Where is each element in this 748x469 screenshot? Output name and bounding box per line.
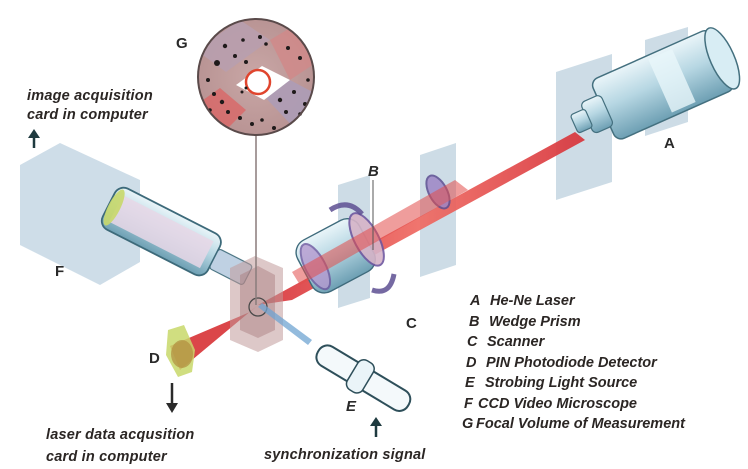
caption-sync-signal: synchronization signal (264, 447, 426, 463)
he-ne-laser (570, 27, 741, 140)
label-e: E (346, 398, 357, 415)
label-a: A (664, 135, 675, 152)
caption-laser-data-acquisition: laser data acqusition card in computer (46, 424, 194, 468)
arrow-up-sync-signal (370, 417, 382, 437)
camera-housing-box (20, 143, 140, 285)
label-c: C (406, 315, 417, 332)
pin-photodiode-detector (166, 325, 195, 377)
caption-image-acquisition: image acquisition card in computer (27, 87, 153, 125)
label-b: B (368, 163, 379, 180)
arrow-down-laser-card (166, 383, 178, 413)
label-f: F (55, 263, 65, 280)
strobing-light-source (315, 344, 412, 412)
caption-image-acquisition-line1: image acquisition (27, 88, 153, 104)
label-d: D (149, 350, 160, 367)
caption-laser-data-line2: card in computer (46, 449, 167, 465)
arrow-up-image-card (28, 129, 40, 148)
particle-dots (206, 35, 310, 130)
caption-laser-data-line1: laser data acqusition (46, 427, 195, 443)
caption-image-acquisition-line2: card in computer (27, 107, 148, 123)
magnified-focal-volume (197, 18, 315, 136)
strobe-beam (258, 303, 312, 345)
label-g: G (176, 35, 188, 52)
